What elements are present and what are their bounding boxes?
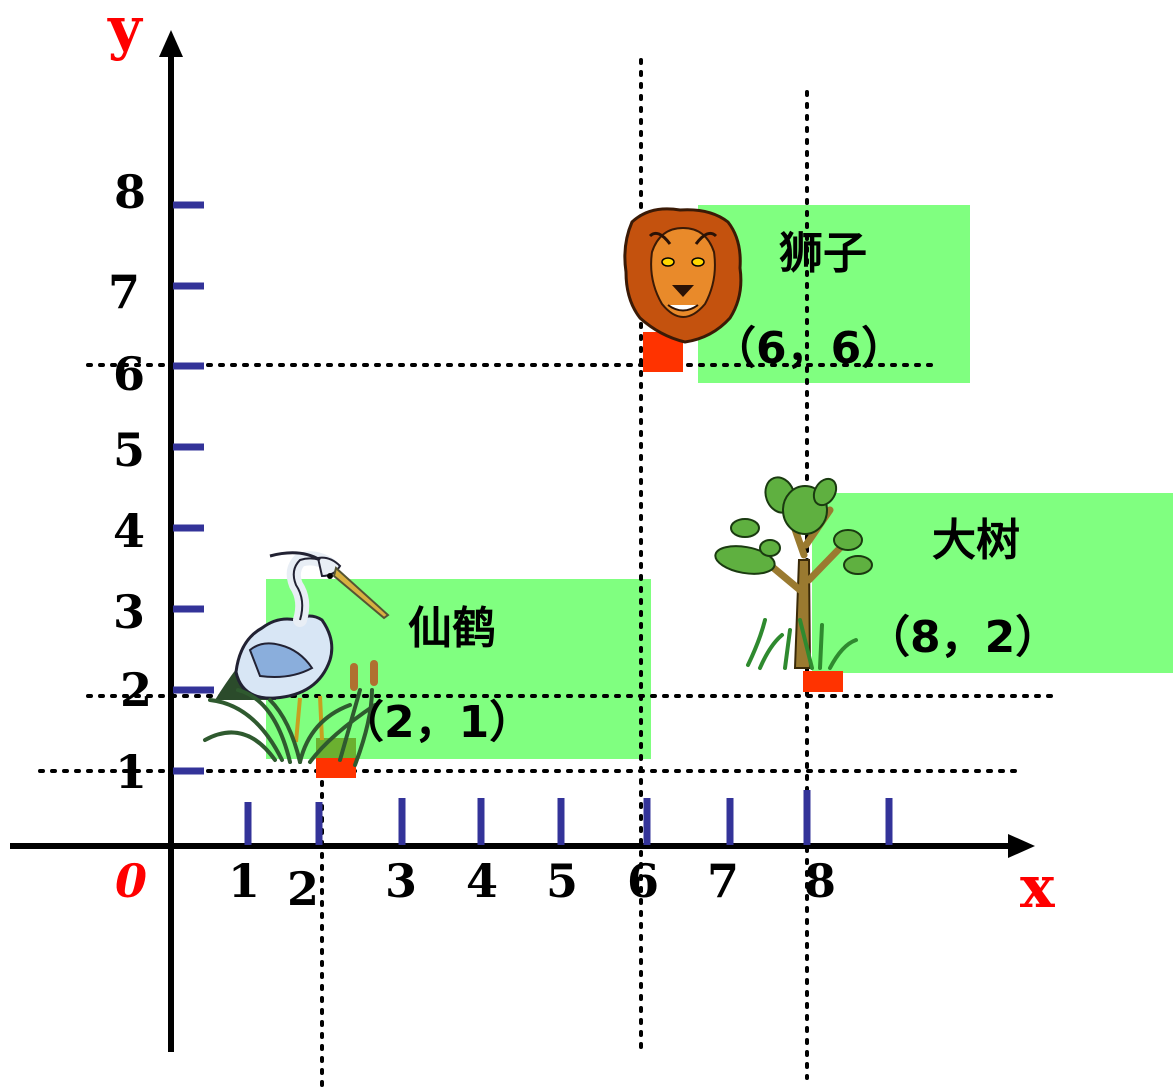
crane-marker [316, 758, 356, 778]
y-tick-label: 1 [115, 745, 147, 799]
x-axis-arrow [1008, 834, 1035, 858]
y-axis-arrow [159, 30, 183, 57]
axes [10, 55, 1010, 1052]
tree-marker [803, 671, 843, 692]
tree-name: 大树 [932, 515, 1020, 566]
crane-name: 仙鹤 [408, 603, 496, 654]
tree-label-box [812, 493, 1173, 673]
x-ticks [244, 790, 893, 845]
x-tick-label: 3 [385, 854, 417, 908]
x-axis-label: x [1020, 853, 1055, 921]
y-tick-label: 8 [114, 165, 146, 219]
y-ticks [173, 201, 214, 775]
crane-icon [203, 551, 390, 767]
y-tick-label: 7 [108, 265, 140, 319]
x-tick-label: 7 [707, 854, 739, 908]
y-tick-label: 3 [113, 585, 145, 639]
x-tick-label: 4 [466, 854, 498, 908]
lion-label-box [698, 205, 970, 383]
crane-coordinates: （2，1） [340, 697, 533, 748]
y-tick-label: 4 [113, 504, 145, 558]
lion-icon [623, 207, 743, 344]
y-axis-label: y [107, 0, 144, 62]
x-tick-label: 6 [627, 854, 659, 908]
tree-coordinates: （8，2） [866, 612, 1059, 663]
crane-label-box [266, 579, 651, 759]
x-tick-label: 5 [546, 854, 578, 908]
x-tick-label: 8 [804, 854, 836, 908]
tree-icon [714, 476, 873, 670]
origin-label: 0 [115, 854, 147, 908]
lion-coordinates: （6，6） [712, 323, 905, 374]
y-tick-label: 5 [113, 423, 145, 477]
lion-name: 狮子 [779, 228, 867, 279]
y-tick-label: 2 [120, 663, 152, 717]
y-tick-label: 6 [113, 347, 145, 401]
x-tick-label: 1 [228, 854, 260, 908]
x-tick-label: 2 [287, 862, 319, 916]
